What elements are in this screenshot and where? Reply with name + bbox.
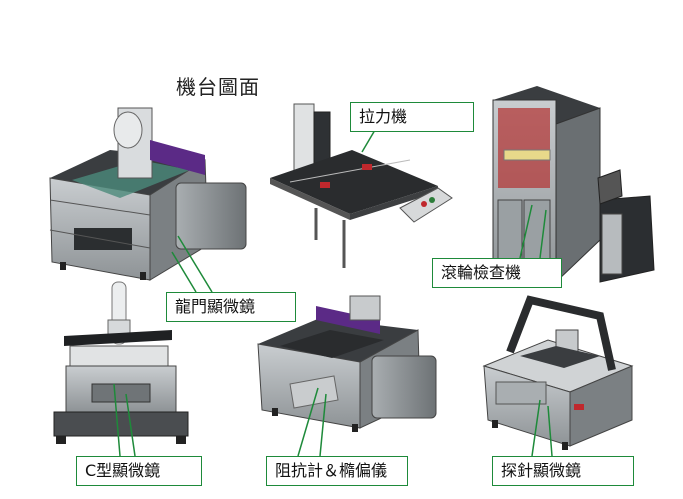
label-probe-microscope: 探針顯微鏡: [492, 456, 634, 486]
resistance-ellipsometer-drawing: [257, 295, 437, 432]
roller-inspection-drawing: [492, 86, 655, 284]
gantry-microscope-drawing: [49, 107, 247, 281]
label-gantry-microscope: 龍門顯微鏡: [166, 292, 296, 322]
tensile-machine-drawing: [270, 103, 453, 268]
label-resistance-ellipsometer: 阻抗計＆橢偏儀: [266, 456, 408, 486]
label-c-type-microscope: C型顯微鏡: [76, 456, 202, 486]
page-title: 機台圖面: [176, 75, 260, 99]
label-roller-inspection: 滾輪檢查機: [432, 258, 562, 288]
c-type-microscope-drawing: [53, 281, 189, 444]
label-tensile-machine: 拉力機: [350, 102, 474, 132]
probe-microscope-drawing: [482, 295, 634, 450]
leader-lines: [113, 129, 553, 457]
